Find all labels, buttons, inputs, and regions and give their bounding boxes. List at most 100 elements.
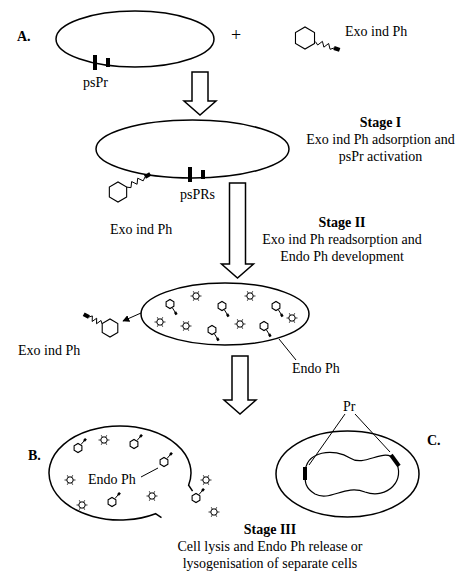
capsid-spike [287, 318, 289, 319]
capsid-spike [183, 321, 184, 323]
phage-head [260, 322, 268, 331]
phage-particle [260, 322, 270, 337]
phage-head [208, 326, 216, 335]
capsid-spike [203, 475, 204, 477]
capsid-spike [67, 475, 68, 477]
capsid-spike [65, 480, 67, 481]
capsid-spike [67, 483, 68, 485]
phage-capsid [99, 435, 110, 445]
phage-capsid [155, 317, 166, 327]
cell-label: B. [28, 447, 41, 464]
phage-head [109, 182, 126, 202]
phage-tip [227, 314, 229, 317]
phage-tip [334, 48, 340, 50]
cell: Endo Ph [140, 282, 310, 346]
phage-head [192, 494, 200, 503]
capsid [79, 502, 85, 508]
capsid-spike [216, 507, 217, 509]
phage-label: Endo Ph [292, 360, 340, 377]
phage-tail [127, 177, 145, 188]
leader-line [141, 468, 158, 477]
phage-tip [118, 493, 120, 495]
stage-heading: Stage II [262, 214, 422, 231]
phage-tip [281, 314, 283, 317]
phage-tip [140, 435, 142, 437]
capsid-spike [154, 499, 155, 501]
leader-line [279, 339, 296, 360]
phage-tail [214, 334, 217, 338]
capsid-spike [101, 435, 102, 437]
phage-particle [108, 493, 120, 507]
phage-particle [74, 439, 86, 453]
phage-head [218, 302, 226, 311]
capsid-spike [72, 483, 73, 485]
cell: A.psPr [55, 10, 215, 68]
capsid-spike [237, 327, 238, 329]
phage-capsid [191, 291, 202, 301]
capsid-spike [77, 505, 79, 506]
lysed-cell-outline [49, 426, 193, 520]
capsid-spike [149, 499, 150, 501]
phage-tip [84, 314, 89, 317]
capsid-spike [84, 500, 85, 502]
phage-particle [166, 300, 176, 315]
phage-head [108, 498, 116, 507]
capsid [203, 477, 209, 483]
capsid-spike [157, 325, 158, 327]
capsid [247, 293, 253, 299]
capsid-spike [208, 483, 209, 485]
promoter-label: psPr [83, 74, 108, 91]
phage-particle [192, 489, 204, 503]
stage-heading: Stage III [150, 521, 390, 538]
phage-tail [89, 316, 102, 324]
phage-particle [109, 174, 150, 202]
cell: C.Pr [275, 430, 420, 518]
phage-tip [269, 334, 271, 337]
phage-tail [224, 310, 227, 314]
capsid-spike [84, 508, 85, 510]
phage-label: Exo ind Ph [18, 342, 80, 359]
phage-label: Exo ind Ph [110, 221, 172, 238]
phage-tail [278, 310, 281, 314]
phage-capsid [181, 321, 192, 331]
capsid-spike [216, 515, 217, 517]
phage-tail [266, 330, 269, 334]
capsid-spike [73, 480, 75, 481]
capsid-spike [85, 505, 87, 506]
capsid-spike [188, 329, 189, 331]
phage-particle [84, 314, 118, 337]
phage-capsid [147, 491, 158, 501]
capsid-spike [295, 318, 297, 319]
capsid-spike [289, 321, 290, 323]
phage-head [130, 440, 138, 449]
phage-tip [84, 439, 86, 441]
capsid-spike [242, 319, 243, 321]
phage-tail [115, 495, 118, 499]
capsid-spike [203, 483, 204, 485]
capsid-spike [211, 515, 212, 517]
promoter-label: psPRs [180, 186, 215, 203]
capsid-spike [209, 480, 211, 481]
phage-tip [202, 489, 204, 491]
capsid-spike [294, 321, 295, 323]
capsid-spike [208, 475, 209, 477]
phage-capsid [209, 507, 220, 517]
capsid-spike [243, 324, 245, 325]
capsid-spike [149, 491, 150, 493]
stage-description: Exo ind Ph adsorption and psPr activatio… [298, 131, 463, 165]
prophage-label: Pr [343, 398, 355, 415]
phage-head [295, 27, 314, 49]
capsid-spike [162, 325, 163, 327]
phage-capsid [65, 475, 76, 485]
phage-particle [218, 302, 228, 317]
phage-capsid [77, 500, 88, 510]
promoter-bar [188, 167, 192, 182]
capsid [149, 493, 155, 499]
capsid-spike [199, 296, 201, 297]
capsid [211, 509, 217, 515]
capsid-spike [235, 324, 237, 325]
chromosome [305, 452, 399, 496]
